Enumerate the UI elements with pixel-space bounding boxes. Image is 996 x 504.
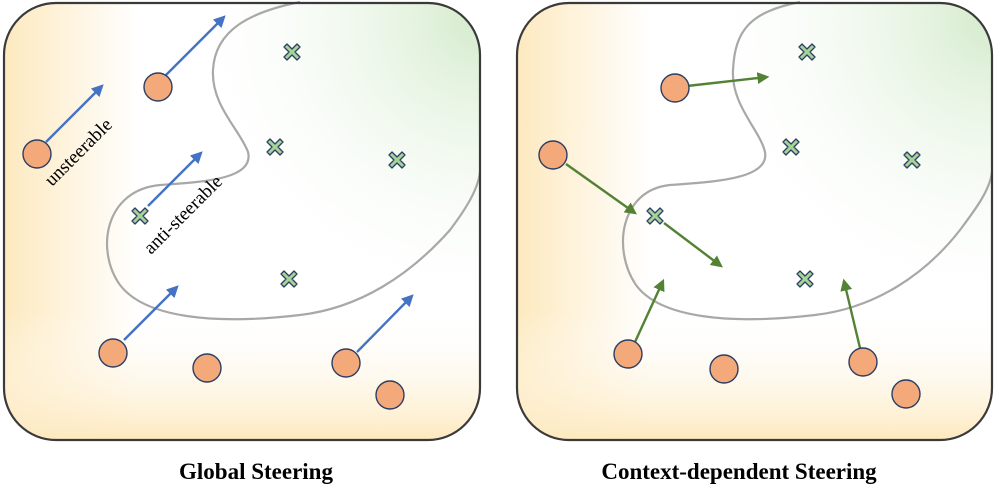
steering-arrow — [45, 84, 104, 143]
panel-fills — [517, 3, 992, 440]
global-steering-panel: unsteerable anti-steerable — [2, 0, 482, 442]
orange-circle-icon — [143, 72, 173, 102]
source-points — [538, 73, 921, 409]
green-cross-icon — [388, 151, 406, 169]
cross-shape — [131, 207, 149, 225]
source-points — [22, 72, 405, 410]
steering-arrow — [565, 163, 637, 215]
panel-fills — [4, 3, 480, 440]
target-points — [646, 43, 921, 288]
steerable-region-boundary — [621, 0, 994, 321]
context-steering-panel — [515, 0, 994, 442]
steering-arrow — [663, 222, 723, 268]
green-cross-icon — [266, 138, 284, 156]
steerable-region-boundary — [106, 0, 482, 321]
green-cross-icon — [796, 270, 814, 288]
steering-arrow — [147, 151, 203, 207]
orange-circle-icon — [538, 140, 568, 170]
cool-corner-fill — [4, 3, 480, 440]
cross-shape — [388, 151, 406, 169]
cool-corner-fill — [517, 3, 992, 440]
global-steering-caption: Global Steering — [179, 459, 333, 484]
green-cross-icon — [283, 43, 301, 61]
orange-circle-icon — [848, 347, 878, 377]
panel-border — [2, 1, 482, 442]
cross-shape — [796, 270, 814, 288]
steering-arrow — [840, 278, 862, 349]
green-cross-icon — [646, 207, 664, 225]
green-cross-icon — [782, 138, 800, 156]
steering-arrow — [123, 285, 179, 341]
orange-circle-icon — [192, 353, 222, 383]
orange-circle-icon — [331, 348, 361, 378]
target-points — [131, 43, 406, 288]
cross-shape — [646, 207, 664, 225]
panel-border — [515, 1, 994, 442]
cross-shape — [280, 270, 298, 288]
green-cross-icon — [798, 43, 816, 61]
orange-circle-icon — [660, 73, 690, 103]
orange-circle-icon — [891, 379, 921, 409]
green-cross-icon — [903, 151, 921, 169]
global-steering-arrows — [45, 15, 414, 353]
context-steering-arrows — [565, 72, 862, 349]
steering-arrow — [633, 278, 665, 343]
green-cross-icon — [280, 270, 298, 288]
orange-circle-icon — [98, 338, 128, 368]
green-cross-icon — [131, 207, 149, 225]
steering-arrow — [356, 294, 414, 353]
cross-shape — [903, 151, 921, 169]
cross-shape — [266, 138, 284, 156]
orange-circle-icon — [375, 380, 405, 410]
cross-shape — [782, 138, 800, 156]
cross-shape — [283, 43, 301, 61]
context-steering-caption: Context-dependent Steering — [601, 459, 877, 484]
orange-circle-icon — [613, 339, 643, 369]
orange-circle-icon — [709, 354, 739, 384]
steering-arrow — [686, 72, 770, 88]
orange-circle-icon — [22, 139, 52, 169]
steering-arrow — [165, 15, 226, 76]
cross-shape — [798, 43, 816, 61]
